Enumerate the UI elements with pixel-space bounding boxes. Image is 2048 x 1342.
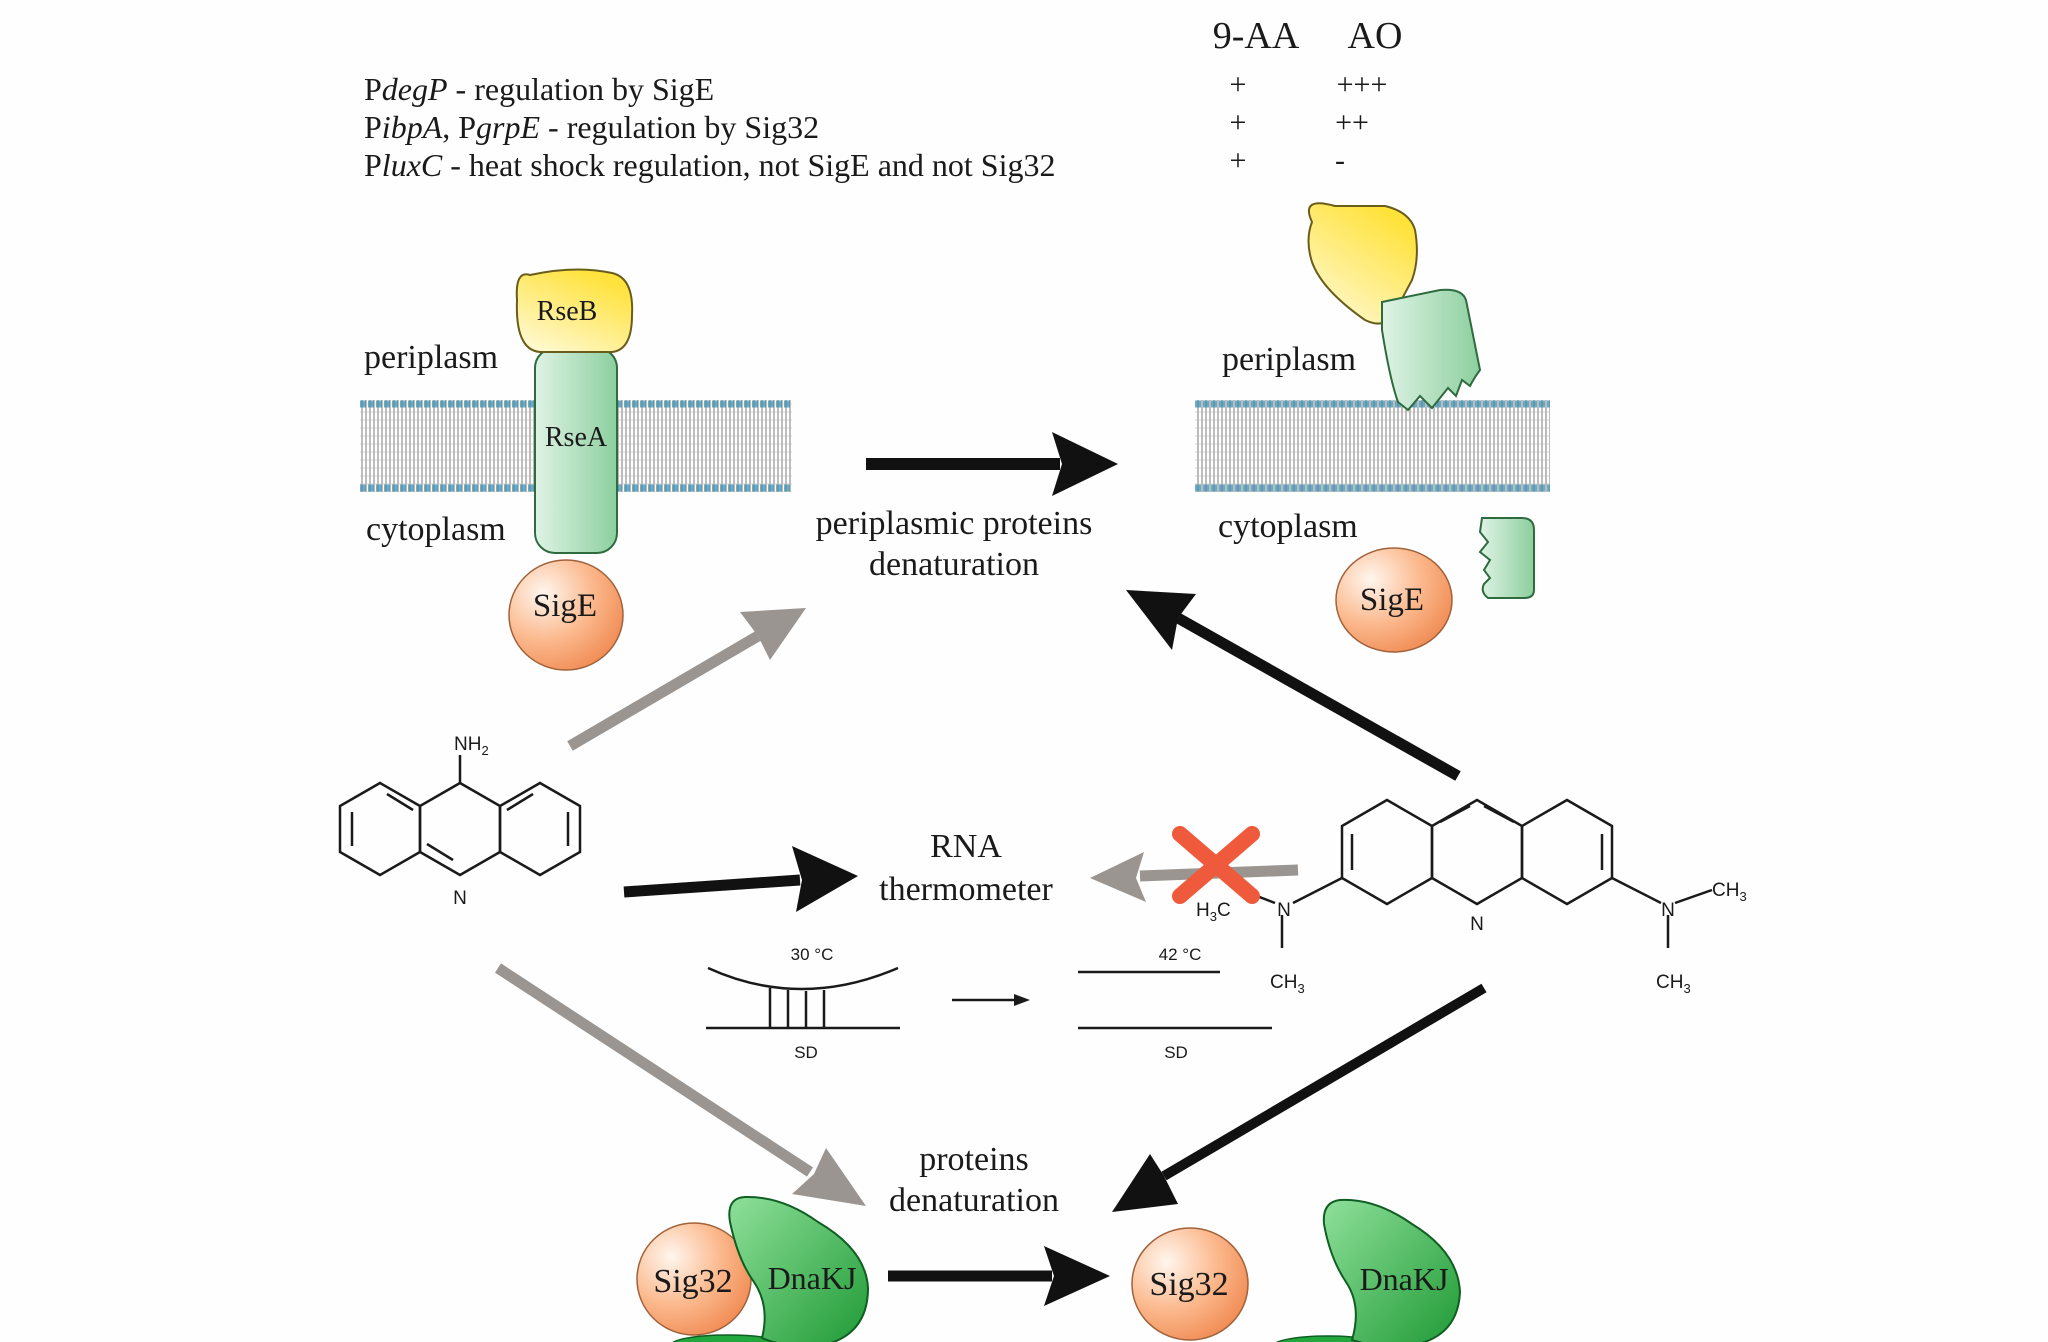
table-cell-ao-degp: +++ xyxy=(1337,68,1388,101)
temp-low-label: 30 °C xyxy=(791,945,834,964)
dnakj-label-free: DnaKJ xyxy=(1360,1261,1449,1297)
lipid-bilayer-after xyxy=(1195,400,1550,492)
arrow-ao-to-periplasmic xyxy=(1126,590,1461,781)
table-header-9aa: 9-AA xyxy=(1213,15,1300,57)
rseb-protein xyxy=(515,268,634,353)
ch3-label-left: CH3 xyxy=(1270,972,1305,996)
acridine-n-label-left: N xyxy=(453,888,467,909)
proteins-denaturation-label-1: proteins xyxy=(919,1141,1029,1178)
legend-row-degp: PdegP - regulation by SigE xyxy=(364,71,714,107)
table-cell-9aa-ibpa: + xyxy=(1230,106,1247,139)
table-cell-9aa-luxc: + xyxy=(1230,144,1247,177)
arrow-sig32-release xyxy=(888,1246,1110,1306)
dnakj-label-bound: DnaKJ xyxy=(768,1260,857,1296)
periplasm-label-right: periplasm xyxy=(1222,341,1356,378)
legend-row-ibpa-grpe: PibpA, PgrpE - regulation by Sig32 xyxy=(364,109,819,145)
melting-arrowhead xyxy=(1014,994,1030,1006)
arrow-ao-to-proteins-denaturation xyxy=(1112,983,1487,1212)
sd-label-unfolded: SD xyxy=(1164,1043,1188,1062)
periplasmic-denaturation-label-2: denaturation xyxy=(869,546,1039,583)
legend-row-luxc: PluxC - heat shock regulation, not SigE … xyxy=(364,147,1055,183)
acridine-n-label-right: N xyxy=(1470,914,1484,935)
periplasmic-denaturation-label-1: periplasmic proteins xyxy=(816,505,1093,542)
sig32-dnakj-dissociated: Sig32 DnaKJ xyxy=(1131,1198,1462,1342)
periplasm-label-left: periplasm xyxy=(364,339,498,376)
rna-thermometer-scheme xyxy=(706,966,1272,1030)
promoter-legend: PdegP - regulation by SigE PibpA, PgrpE … xyxy=(364,71,1055,183)
cytoplasm-label-right: cytoplasm xyxy=(1218,508,1358,545)
membrane-panel-after: periplasm cytoplasm SigE xyxy=(1195,202,1550,653)
response-table: 9-AA AO + +++ + ++ + - xyxy=(1213,15,1403,177)
ch3-label-right-top: CH3 xyxy=(1712,880,1747,904)
table-cell-ao-luxc: - xyxy=(1335,144,1345,177)
rna-hairpin-strand xyxy=(707,966,899,991)
sig32-label-free: Sig32 xyxy=(1149,1266,1228,1303)
sige-protein-bound xyxy=(508,559,624,671)
dimethylamino-n-right: N xyxy=(1661,900,1675,921)
rna-thermometer-label-2: thermometer xyxy=(879,871,1053,908)
sig32-dnakj-complex: Sig32 DnaKJ xyxy=(636,1195,870,1342)
rsea-cleaved-periplasmic xyxy=(1381,288,1482,412)
dnakj-protein-bound xyxy=(728,1195,870,1342)
sige-label-free: SigE xyxy=(1360,582,1424,618)
h3c-label-left: H3C xyxy=(1196,900,1231,924)
rseb-label: RseB xyxy=(537,296,598,327)
sig32-protein-free xyxy=(1131,1227,1249,1341)
arrow-9aa-to-periplasmic xyxy=(567,608,806,751)
proteins-denaturation-label-2: denaturation xyxy=(889,1182,1059,1219)
dimethylamino-n-left: N xyxy=(1277,900,1291,921)
dnakj-base-bound xyxy=(672,1334,784,1342)
blocked-x-mark xyxy=(1172,826,1260,904)
rsea-label: RseA xyxy=(545,422,608,453)
rseb-released xyxy=(1307,202,1418,325)
temp-high-label: 42 °C xyxy=(1159,945,1202,964)
9-aminoacridine-structure xyxy=(338,755,582,877)
arrow-9aa-to-rna-thermometer xyxy=(623,846,858,912)
cytoplasm-label-left: cytoplasm xyxy=(366,511,506,548)
sig32-label-bound: Sig32 xyxy=(653,1263,732,1300)
arrow-9aa-to-proteins-denaturation xyxy=(494,963,866,1206)
acridine-orange-structure xyxy=(1235,798,1713,948)
rsea-cleaved-cytoplasmic xyxy=(1478,517,1535,599)
table-cell-9aa-degp: + xyxy=(1230,68,1247,101)
table-header-ao: AO xyxy=(1348,15,1403,57)
nh2-label: NH2 xyxy=(454,734,489,758)
sige-label-bound: SigE xyxy=(533,588,597,624)
ch3-label-right-bottom: CH3 xyxy=(1656,972,1691,996)
table-cell-ao-ibpa: ++ xyxy=(1335,106,1369,139)
rna-thermometer-label-1: RNA xyxy=(930,828,1002,865)
membrane-panel-before: RseA RseB periplasm cytoplasm SigE xyxy=(360,268,792,671)
arrow-membrane-activation xyxy=(866,432,1118,496)
sd-label-folded: SD xyxy=(794,1043,818,1062)
dnakj-protein-free xyxy=(1322,1198,1462,1342)
sige-protein-free xyxy=(1335,547,1453,653)
